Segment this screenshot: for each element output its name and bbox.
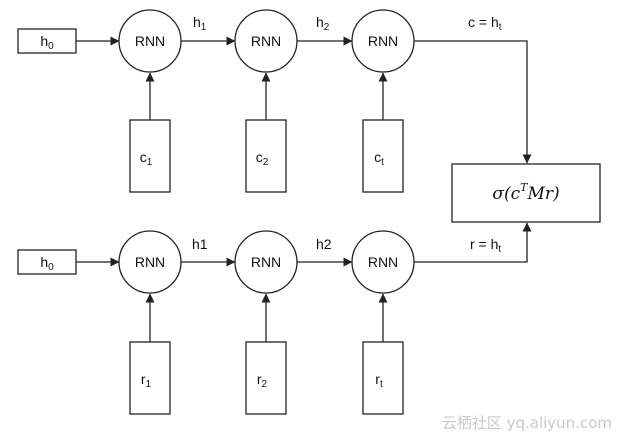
response-token-box-2: r2: [245, 341, 287, 415]
svg-text:rt: rt: [375, 371, 383, 390]
watermark-text: 云栖社区 yq.aliyun.com: [442, 414, 612, 432]
response-output-label: r = ht: [470, 236, 501, 255]
svg-text:RNN: RNN: [368, 33, 398, 49]
context-initial-state-box: h0: [17, 28, 77, 54]
context-initial-state-label: h0: [40, 33, 54, 52]
context-output-label: c = ht: [468, 14, 502, 33]
response-initial-state-box: h0: [17, 249, 77, 275]
score-function-box: σ(cTMr): [451, 163, 601, 223]
svg-text:RNN: RNN: [368, 254, 398, 270]
response-rnn-node-2: RNN: [234, 230, 298, 294]
svg-text:RNN: RNN: [251, 254, 281, 270]
svg-text:RNN: RNN: [135, 254, 165, 270]
score-formula: σ(cTMr): [492, 181, 559, 204]
response-edge-label-h2: h2: [316, 236, 332, 252]
context-rnn-node-2: RNN: [234, 9, 298, 73]
context-encoder-row: h0 h1 h2 c = ht RNN RNN RNN c1: [17, 9, 532, 193]
context-token-box-3: ct: [362, 119, 404, 193]
context-edge-label-h1: h1: [193, 14, 207, 33]
response-initial-state-label: h0: [40, 254, 54, 273]
svg-text:r1: r1: [141, 371, 152, 390]
context-rnn-node-3: RNN: [351, 9, 415, 73]
response-output-edge: [414, 222, 532, 263]
context-rnn-node-1: RNN: [118, 9, 182, 73]
svg-text:RNN: RNN: [251, 33, 281, 49]
svg-text:c2: c2: [256, 149, 269, 168]
context-edge-label-h2: h2: [316, 14, 330, 33]
response-rnn-node-1: RNN: [118, 230, 182, 294]
response-token-box-1: r1: [129, 341, 171, 415]
context-token-box-2: c2: [245, 119, 287, 193]
svg-text:r2: r2: [257, 371, 268, 390]
response-edge-label-h1: h1: [192, 236, 208, 252]
svg-text:RNN: RNN: [135, 33, 165, 49]
response-token-box-3: rt: [362, 341, 404, 415]
svg-text:c1: c1: [140, 149, 153, 168]
svg-text:ct: ct: [374, 149, 384, 168]
context-token-box-1: c1: [129, 119, 171, 193]
response-encoder-row: h0 h1 h2 r = ht RNN RNN RNN r1 r2: [17, 222, 532, 415]
context-output-edge: [414, 40, 532, 164]
response-rnn-node-3: RNN: [351, 230, 415, 294]
